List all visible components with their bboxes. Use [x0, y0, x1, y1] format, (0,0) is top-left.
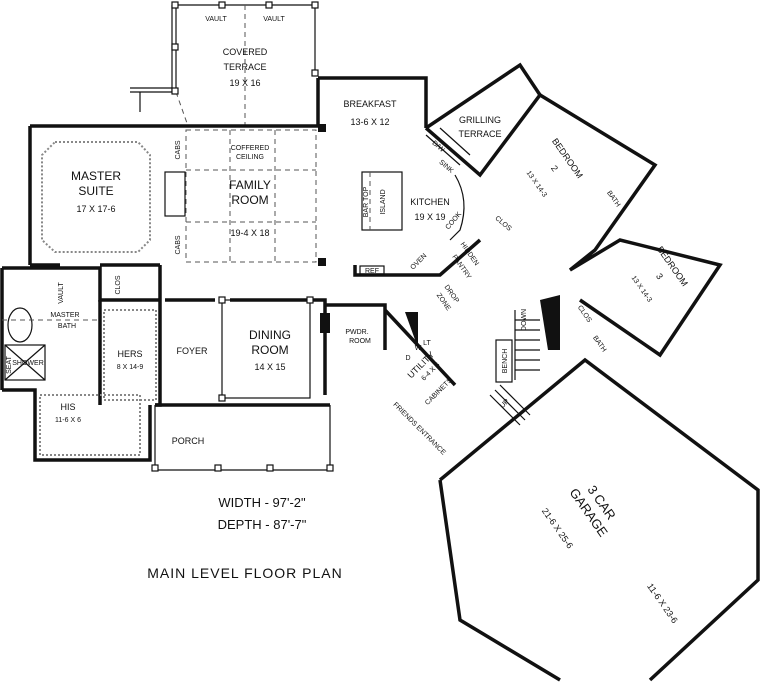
sink-label: SINK: [437, 159, 454, 175]
island-label: ISLAND: [380, 189, 387, 214]
his-closet: HIS 11-6 X 6: [39, 394, 141, 456]
room-size: 11-6 X 6: [55, 417, 81, 424]
family-room: COFFERED CEILING FAMILY ROOM 19-4 X 18 C…: [164, 129, 317, 263]
room-label: ROOM: [231, 193, 268, 207]
depth-dimension: DEPTH - 87'-7": [218, 517, 307, 532]
room-label: BEDROOM: [655, 244, 690, 288]
room-label: BREAKFAST: [343, 99, 397, 109]
bath-label: BATH: [605, 190, 621, 209]
bar-top-label: BAR TOP: [363, 186, 370, 217]
walls: [0, 62, 760, 682]
room-size: 21-6 X 25-6: [540, 506, 575, 550]
lt-label: LT: [423, 340, 431, 347]
dining-room: DINING ROOM 14 X 15: [218, 296, 314, 402]
room-label: 3: [654, 271, 665, 281]
shower-label: SHOWER: [12, 360, 44, 367]
seat-label: SEAT: [6, 355, 13, 373]
ref-label: REF: [365, 268, 379, 275]
covered-terrace: VAULT VAULT COVERED TERRACE 19 X 16: [130, 1, 319, 127]
cabs-label: CABS: [175, 140, 182, 159]
up-label: UP: [499, 398, 511, 410]
room-label: ROOM: [349, 338, 371, 345]
stairs: BENCH DOWN UP: [489, 309, 540, 426]
oven-label: OVEN: [409, 252, 428, 271]
master-suite: MASTER SUITE 17 X 17-6: [41, 141, 151, 253]
room-label: BEDROOM: [550, 136, 585, 180]
room-size: 19 X 19: [414, 212, 445, 222]
room-label: PORCH: [172, 436, 205, 446]
washer-label: W: [415, 345, 422, 352]
room-size: 17 X 17-6: [76, 204, 115, 214]
room-size: 13 X 14-3: [525, 170, 548, 199]
bath-label: BATH: [591, 335, 607, 354]
room-size: 13-6 X 12: [350, 117, 389, 127]
room-label: MASTER: [50, 312, 79, 319]
utility: UTILITY 6-4 X 8 CABINETS LT W D: [405, 340, 454, 407]
room-label: COVERED: [223, 47, 268, 57]
hers-closet: HERS 8 X 14-9: [103, 309, 157, 401]
ceiling-label: COFFERED: [231, 145, 270, 152]
kitchen: BAR TOP ISLAND KITCHEN 19 X 19 D/W SINK …: [359, 127, 513, 312]
room-label: TERRACE: [458, 129, 501, 139]
foyer-label: FOYER: [176, 346, 208, 356]
cabs-label: CABS: [175, 235, 182, 254]
closet-label: CLOS: [493, 215, 512, 233]
vault-label: VAULT: [205, 16, 227, 23]
room-label: BATH: [58, 323, 76, 330]
room-label: TERRACE: [223, 62, 266, 72]
plan-title: MAIN LEVEL FLOOR PLAN: [147, 565, 343, 581]
room-label: ROOM: [251, 343, 288, 357]
room-size: 13 X 14-3: [630, 275, 653, 304]
master-bath: VAULT MASTER BATH SHOWER SEAT CLOS: [2, 275, 122, 381]
dryer-label: D: [405, 355, 410, 362]
garage: 3 CAR GARAGE 21-6 X 25-6 11-6 X 23-6: [540, 482, 680, 625]
room-label: HERS: [117, 349, 142, 359]
room-size: 14 X 15: [254, 362, 285, 372]
bedroom-2: BEDROOM 2 13 X 14-3 BATH: [525, 136, 622, 208]
room-label: HIS: [60, 402, 75, 412]
room-label: PWDR.: [345, 329, 368, 336]
room-label: KITCHEN: [410, 197, 450, 207]
room-label: 2: [549, 163, 560, 173]
bench-label: BENCH: [502, 349, 509, 374]
ceiling-label: CEILING: [236, 154, 264, 161]
room-size: 19-4 X 18: [230, 228, 269, 238]
room-label: GRILLING: [459, 115, 501, 125]
porch: PORCH: [151, 405, 334, 472]
vault-label: VAULT: [58, 282, 65, 304]
closet-label: CLOS: [115, 275, 122, 294]
down-label: DOWN: [521, 309, 528, 331]
room-label: SUITE: [78, 184, 113, 198]
vault-label: VAULT: [263, 16, 285, 23]
room-label: DINING: [249, 328, 291, 342]
room-size: 19 X 16: [229, 78, 260, 88]
cabinets-label: CABINETS: [424, 377, 454, 407]
room-size: 8 X 14-9: [117, 364, 144, 371]
width-dimension: WIDTH - 97'-2": [218, 495, 306, 510]
friends-entrance-label: FRIENDS ENTRANCE: [391, 401, 447, 457]
room-label: MASTER: [71, 169, 121, 183]
room-size: 11-6 X 23-6: [645, 581, 680, 625]
room-label: FAMILY: [229, 178, 271, 192]
